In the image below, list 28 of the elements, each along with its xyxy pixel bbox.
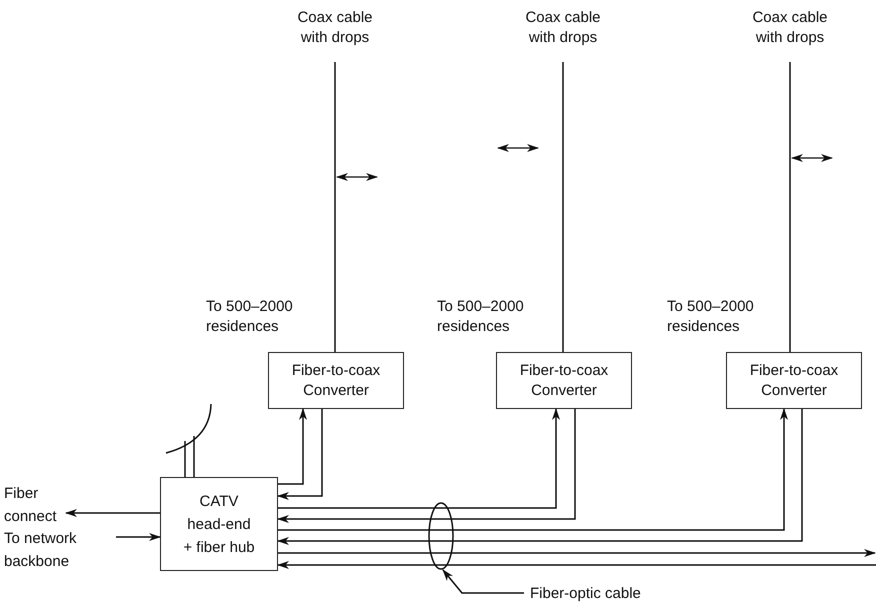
- arrow: [277, 561, 876, 569]
- cable-line: [193, 436, 195, 477]
- arrow: [278, 408, 307, 485]
- arrow: [65, 509, 160, 517]
- cable-line: [184, 441, 186, 477]
- coverage-note: To 500–2000 residences: [437, 297, 525, 337]
- leader-line: [442, 569, 524, 594]
- coverage-note: To 500–2000 residences: [667, 297, 755, 337]
- arrow: [116, 533, 161, 541]
- cable-label: Coax cable with drops: [751, 8, 829, 48]
- arrow: [277, 409, 576, 523]
- head-end-box: [160, 477, 278, 571]
- cable-label: Fiber-optic cable: [530, 584, 642, 604]
- arrow: [277, 409, 323, 500]
- box-text: Fiber-to-coax Converter: [518, 360, 610, 400]
- arrow: [278, 408, 560, 509]
- arrow: [278, 549, 876, 557]
- cable-line: [562, 62, 564, 352]
- box-text: Fiber-to-coax Converter: [748, 360, 840, 400]
- cable-label: Coax cable with drops: [296, 8, 374, 48]
- side-label: Fiber connect: [4, 484, 58, 527]
- box-text: Fiber-to-coax Converter: [290, 360, 382, 400]
- cable-label: Coax cable with drops: [524, 8, 602, 48]
- cable-line: [789, 62, 791, 352]
- cable-line: [334, 62, 336, 352]
- box-text: CATV head-end + fiber hub: [182, 492, 256, 558]
- coverage-note: To 500–2000 residences: [206, 297, 294, 337]
- side-label: To network backbone: [4, 529, 78, 572]
